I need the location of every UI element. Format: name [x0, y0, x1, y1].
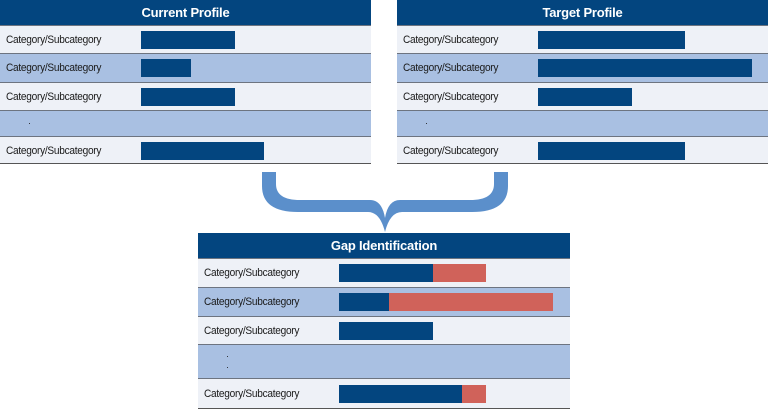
row-label: Category/Subcategory	[403, 144, 499, 157]
table-row: ·	[397, 110, 768, 136]
ellipsis-dots: ·	[425, 118, 428, 128]
row-label: Category/Subcategory	[6, 62, 102, 74]
target-profile-title: Target Profile	[397, 0, 768, 25]
row-label: Category/Subcategory	[403, 62, 499, 74]
table-row: Category/Subcategory	[198, 258, 570, 287]
profile-bar	[141, 59, 191, 77]
row-label: Category/Subcategory	[204, 324, 300, 337]
current-profile-title: Current Profile	[0, 0, 371, 25]
row-label: Category/Subcategory	[6, 33, 102, 46]
profile-bar	[141, 142, 265, 160]
profile-bar	[538, 142, 685, 160]
gap-bar	[432, 264, 486, 282]
table-row: Category/Subcategory	[0, 136, 371, 164]
gap-bar	[388, 293, 554, 311]
table-row: Category/Subcategory	[0, 25, 371, 53]
profile-bar	[538, 59, 753, 77]
current-bar	[339, 322, 433, 340]
current-bar	[339, 264, 433, 282]
profile-bar	[538, 88, 632, 106]
table-row: Category/Subcategory	[397, 53, 768, 82]
row-label: Category/Subcategory	[6, 90, 102, 103]
curly-brace-icon	[262, 172, 508, 232]
ellipsis-dots: ·	[28, 118, 31, 128]
gap-identification-title: Gap Identification	[198, 233, 570, 258]
row-label: Category/Subcategory	[6, 144, 102, 157]
profile-bar	[538, 31, 685, 49]
row-label: Category/Subcategory	[204, 267, 300, 279]
table-row: Category/Subcategory	[0, 53, 371, 82]
row-label: Category/Subcategory	[403, 90, 499, 103]
table-row: Category/Subcategory	[397, 136, 768, 164]
profile-bar	[141, 31, 235, 49]
row-label: Category/Subcategory	[403, 33, 499, 46]
table-row: ··	[198, 344, 570, 378]
table-row: Category/Subcategory	[397, 82, 768, 110]
row-label: Category/Subcategory	[204, 296, 300, 308]
gap-bar	[462, 385, 486, 403]
table-row: ·	[0, 110, 371, 136]
table-row: Category/Subcategory	[397, 25, 768, 53]
table-row: Category/Subcategory	[0, 82, 371, 110]
row-label: Category/Subcategory	[204, 388, 300, 400]
current-bar	[339, 385, 463, 403]
table-row: Category/Subcategory	[198, 316, 570, 344]
table-row: Category/Subcategory	[198, 287, 570, 316]
current-bar	[339, 293, 389, 311]
table-row: Category/Subcategory	[198, 378, 570, 409]
profile-bar	[141, 88, 235, 106]
ellipsis-dots: ··	[226, 350, 229, 372]
